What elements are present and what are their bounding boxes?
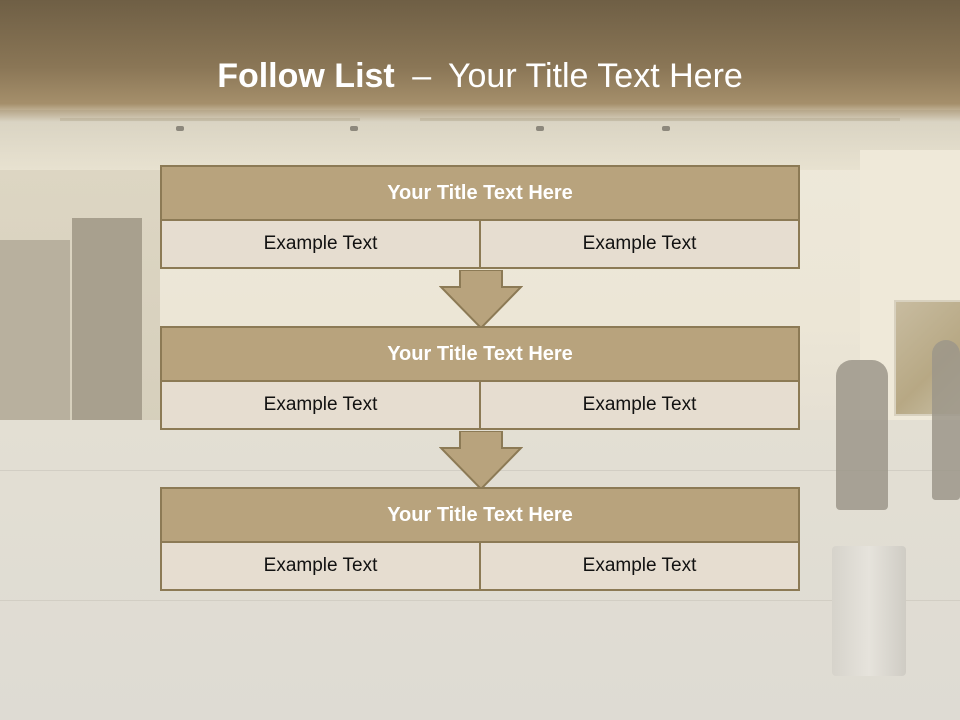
step-row: Example Text Example Text [160, 221, 800, 269]
step-title: Your Title Text Here [160, 487, 800, 543]
ceiling-lamp [662, 126, 670, 131]
slide-title-bold: Follow List [217, 57, 395, 95]
step-cell-left: Example Text [160, 543, 481, 591]
ceiling-lamp [536, 126, 544, 131]
down-arrow-icon [439, 270, 523, 330]
visitor-figure [932, 340, 960, 500]
step-cell-left: Example Text [160, 382, 481, 430]
step-block: Your Title Text Here Example Text Exampl… [160, 326, 800, 430]
title-bar [0, 0, 960, 122]
step-cell-right: Example Text [481, 543, 800, 591]
ceiling-lamp [176, 126, 184, 131]
step-block: Your Title Text Here Example Text Exampl… [160, 165, 800, 269]
slide-title: Follow List – Your Title Text Here [0, 56, 960, 96]
visitor-figure [836, 360, 888, 510]
step-cell-left: Example Text [160, 221, 481, 269]
waste-bin [832, 546, 906, 676]
booth-panel [72, 218, 142, 428]
slide-title-separator: – [412, 57, 432, 95]
step-cell-right: Example Text [481, 382, 800, 430]
down-arrow-icon [439, 431, 523, 491]
ceiling-lamp [350, 126, 358, 131]
floor-line [0, 600, 960, 601]
step-title: Your Title Text Here [160, 165, 800, 221]
step-title: Your Title Text Here [160, 326, 800, 382]
step-block: Your Title Text Here Example Text Exampl… [160, 487, 800, 591]
booth-panel [0, 240, 70, 420]
slide-title-rest: Your Title Text Here [447, 57, 743, 95]
step-row: Example Text Example Text [160, 543, 800, 591]
step-row: Example Text Example Text [160, 382, 800, 430]
step-cell-right: Example Text [481, 221, 800, 269]
